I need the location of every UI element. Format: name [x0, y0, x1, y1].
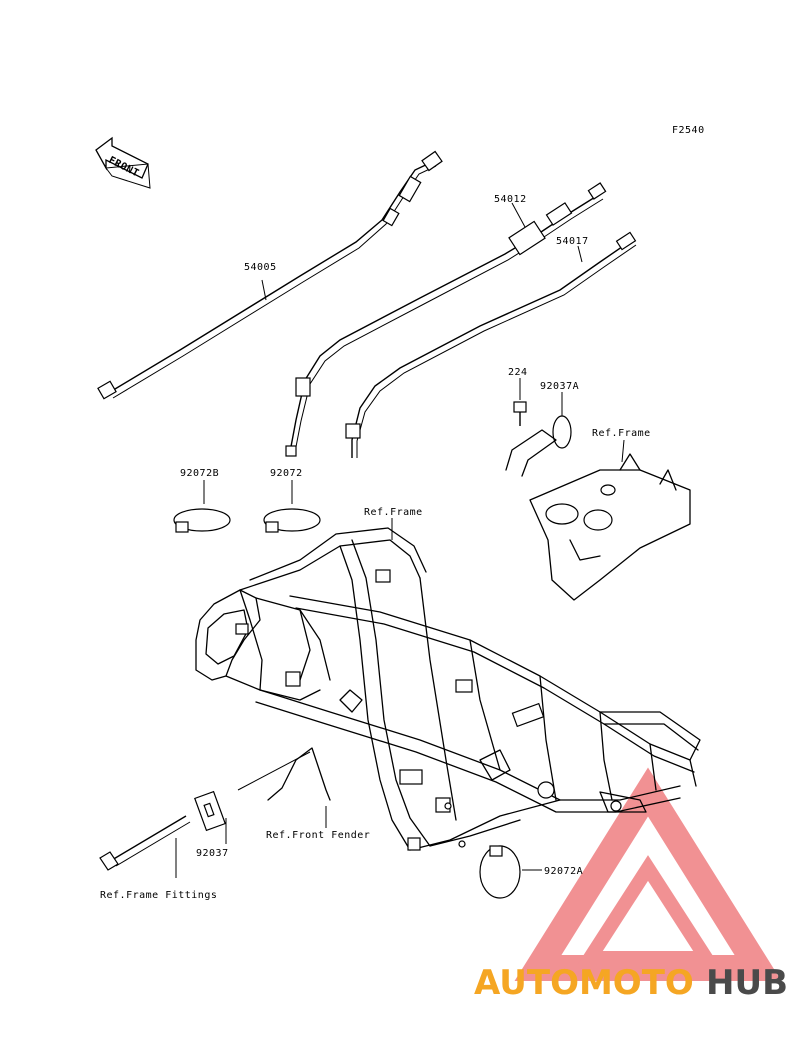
main-frame: [195, 527, 701, 851]
band-92072a: [479, 845, 542, 899]
label-92072a: 92072A: [544, 866, 583, 877]
watermark-text: AUTOMOTO HUB: [474, 963, 788, 1003]
watermark-brand-part2: HUB: [706, 963, 788, 1003]
label-224: 224: [508, 367, 528, 378]
label-ref-frame-upper: Ref.Frame: [592, 428, 651, 439]
watermark-logo: [514, 767, 782, 981]
front-arrow-icon: FRONT: [95, 136, 151, 189]
label-ref-frame-mid: Ref.Frame: [364, 507, 423, 518]
label-54005: 54005: [244, 262, 277, 273]
label-92037: 92037: [196, 848, 229, 859]
label-92072: 92072: [270, 468, 303, 479]
label-54012: 54012: [494, 194, 527, 205]
bolt-224: [513, 378, 527, 426]
frame-fitting-bolt: [99, 815, 191, 878]
frame-bracket-upper: [529, 439, 691, 601]
cable-54005: [97, 150, 443, 400]
clamp-92037a: [505, 392, 572, 477]
band-92072b: [173, 480, 231, 533]
label-ref-frame-fittings: Ref.Frame Fittings: [100, 890, 217, 901]
cable-54012: [285, 182, 607, 457]
label-ref-front-fender: Ref.Front Fender: [266, 830, 370, 841]
diagram-code: F2540: [672, 125, 705, 136]
label-54017: 54017: [556, 236, 589, 247]
clamp-92037: [194, 790, 227, 844]
cable-54017: [345, 231, 637, 458]
label-92072b: 92072B: [180, 468, 219, 479]
label-92037a: 92037A: [540, 381, 579, 392]
front-fender-bracket: [237, 747, 331, 828]
band-92072: [263, 480, 321, 533]
watermark-brand-part1: AUTOMOTO: [474, 963, 694, 1003]
